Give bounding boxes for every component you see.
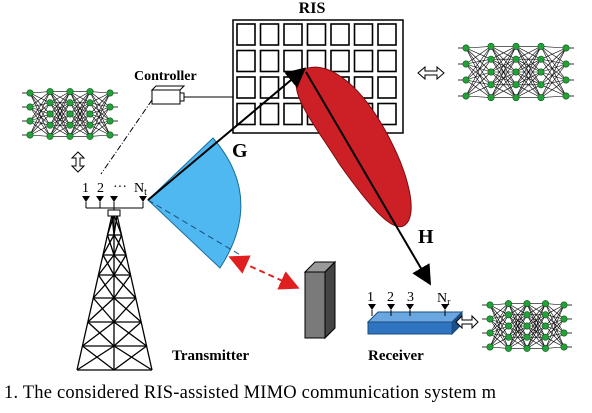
ris-element (259, 76, 280, 99)
ris-element (236, 102, 256, 126)
ris-element (377, 23, 397, 46)
channel-g-arrow (147, 67, 307, 201)
tx-antenna-dots: ··· (113, 180, 127, 195)
transmitter-label: Transmitter (172, 348, 250, 364)
neural-network-icon (458, 42, 574, 102)
blocked-link (228, 255, 300, 290)
ris-element (283, 23, 303, 46)
tower-icon (76, 209, 153, 371)
ris-element (283, 49, 303, 73)
ris-element (330, 23, 350, 46)
control-link (100, 99, 153, 175)
double-arrow-icon (417, 65, 445, 81)
ris-element (259, 102, 280, 126)
neural-network-icon (22, 88, 118, 140)
building-icon (303, 260, 337, 340)
ris-element (377, 49, 397, 73)
receiver-label: Receiver (368, 348, 424, 364)
ris-element (353, 49, 374, 73)
channel-h-label: H (418, 226, 434, 248)
neural-network-icon (482, 300, 572, 352)
tx-antenna-1-label: 1 (82, 181, 89, 196)
controller-box (150, 85, 233, 105)
ris-element (330, 49, 350, 73)
ris-beam (295, 66, 412, 228)
double-arrow-icon (455, 314, 479, 330)
channel-h-arrow (305, 71, 432, 286)
tx-beam (147, 137, 242, 269)
double-arrow-icon (70, 151, 86, 173)
rx-antenna-1-label: 1 (367, 290, 374, 305)
tx-antenna-n-label: Nt (134, 181, 147, 198)
channel-g-label: G (232, 140, 248, 162)
ris-element (306, 23, 327, 46)
controller-label: Controller (134, 69, 197, 84)
rx-antenna-2-label: 2 (387, 290, 394, 305)
ris-element (236, 49, 256, 73)
rx-antenna-array (368, 304, 449, 316)
rx-antenna-3-label: 3 (407, 290, 414, 305)
ris-title: RIS (299, 0, 326, 17)
tx-antenna-2-label: 2 (97, 181, 104, 196)
ris-element (236, 23, 256, 46)
ris-element (377, 76, 397, 99)
ris-element (283, 102, 303, 126)
ris-element (259, 23, 280, 46)
rx-antenna-n-label: Nr (437, 291, 451, 308)
ris-element (259, 49, 280, 73)
receiver-block (366, 310, 464, 336)
figure-caption: 1. The considered RIS-assisted MIMO comm… (4, 383, 497, 403)
ris-element (236, 76, 256, 99)
ris-element (353, 23, 374, 46)
ris-element (377, 102, 397, 126)
